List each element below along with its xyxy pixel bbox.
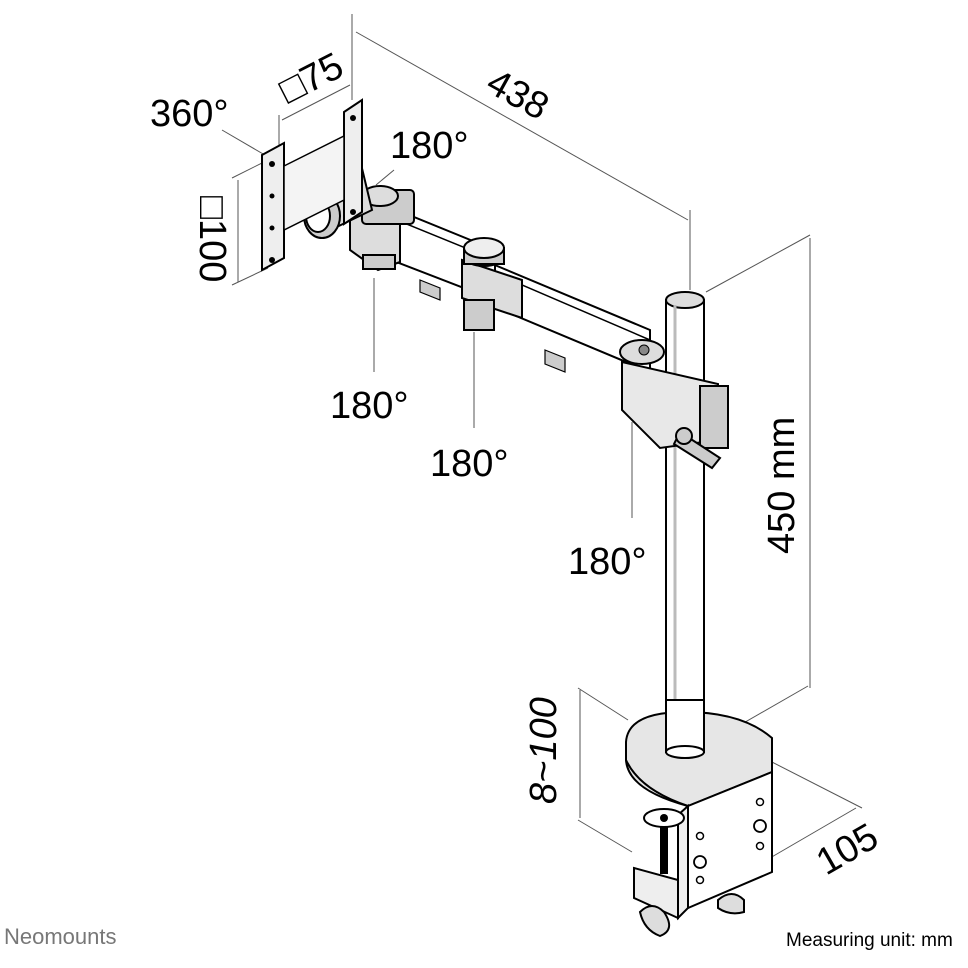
pole-joint (619, 339, 729, 470)
vesa-75-label: □75 (273, 45, 350, 112)
rotation-pole-label: 180° (568, 541, 647, 583)
pole (665, 291, 705, 756)
rotation-top-label: 180° (390, 125, 469, 167)
dimension-lines (221, 14, 863, 859)
clamp-range-label: 8~100 (523, 697, 565, 804)
brand-logo: Neomounts (4, 924, 117, 949)
head-joint (349, 185, 415, 272)
desk-clamp (625, 710, 773, 938)
rotation-joint-1-label: 180° (330, 385, 409, 427)
rotation-360-label: 360° (150, 93, 229, 135)
length-438-label: 438 (480, 61, 556, 128)
pole-base (665, 699, 705, 759)
middle-joint (461, 237, 523, 331)
rotation-joint-2-label: 180° (430, 443, 509, 485)
unit-note: Measuring unit: mm (786, 930, 953, 951)
vesa-plate (261, 98, 363, 272)
height-450-label: 450 mm (761, 417, 803, 554)
vesa-100-label: □100 (191, 196, 233, 282)
base-depth-label: 105 (810, 816, 886, 884)
